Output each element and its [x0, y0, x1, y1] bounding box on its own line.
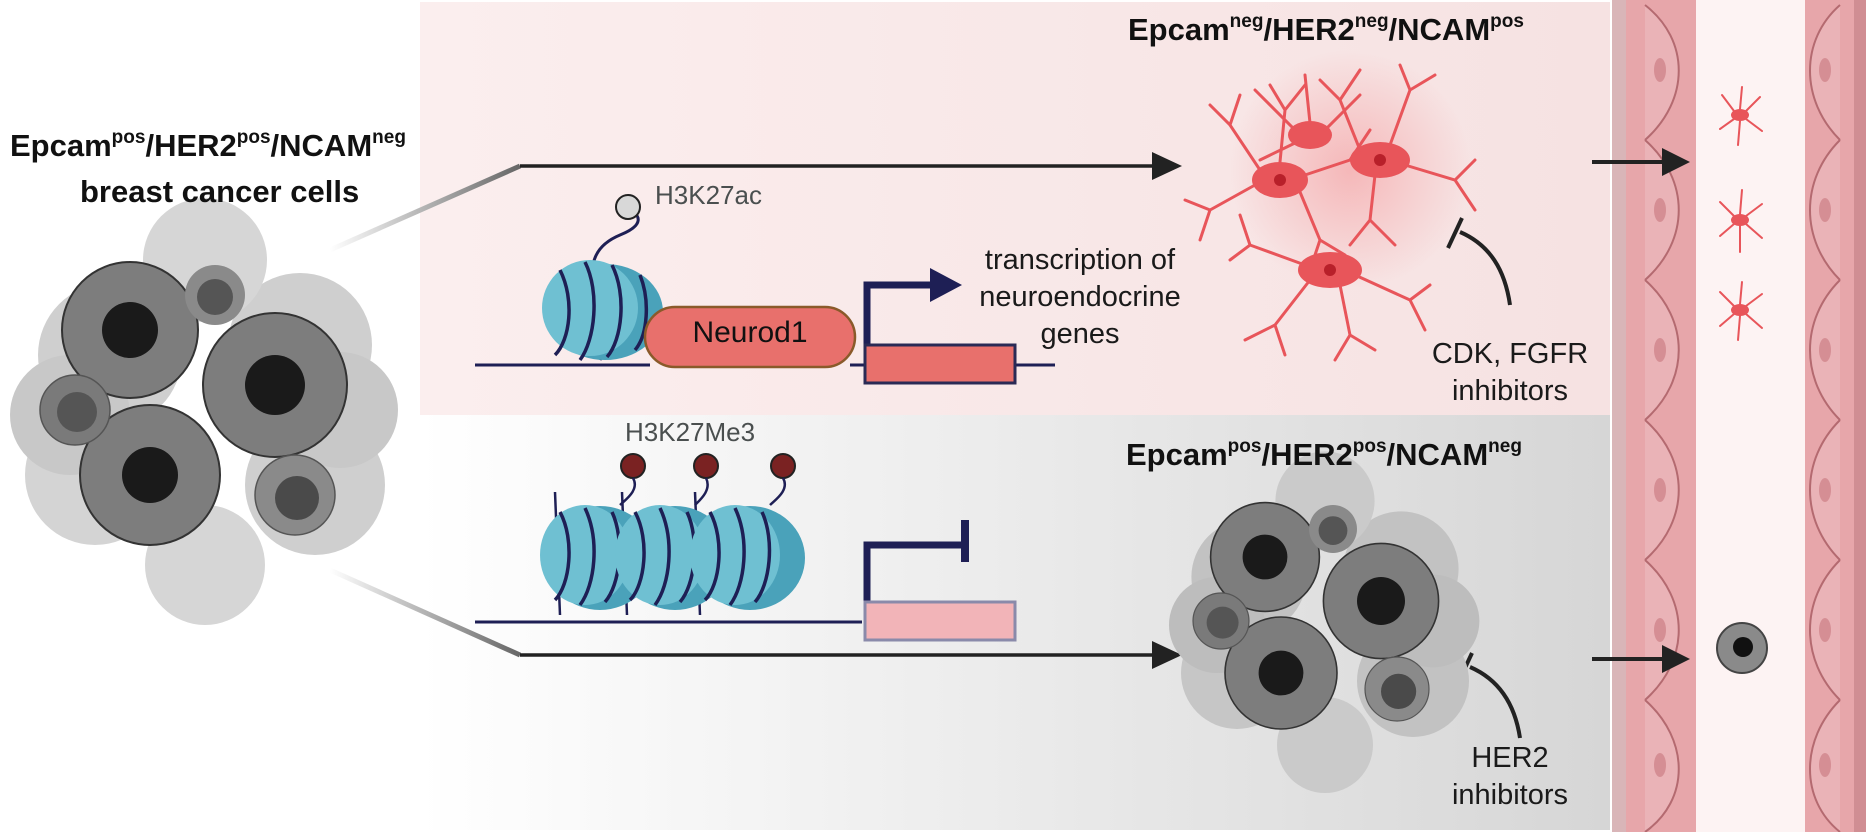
- cdk-fgfr-inhibitors-text: CDK, FGFR inhibitors: [1410, 336, 1610, 410]
- silent-gene-box: [863, 600, 1017, 642]
- arrow-to-neuroendocrine: [520, 152, 1182, 180]
- zoom-line-top: [328, 163, 522, 253]
- circulating-neuron-cells: [1719, 86, 1763, 341]
- h3k27me3-mark-3: [770, 453, 796, 479]
- outcome-line-1: transcription of: [984, 244, 1176, 276]
- h3k27ac-label: H3K27ac: [655, 180, 762, 210]
- neurod1-factor: [643, 305, 857, 369]
- promoter-blocked: [863, 520, 969, 610]
- repressed-chromatin: [475, 453, 1017, 642]
- source-population-label: Epcampos/HER2pos/NCAMneg: [10, 127, 406, 163]
- active-gene-box: [863, 343, 1017, 385]
- cdk-fgfr-line-1: CDK, FGFR: [1431, 338, 1589, 370]
- intravasation-arrow-bottom: [1592, 645, 1690, 673]
- her2-inhibitors-text: HER2 inhibitors: [1420, 740, 1600, 814]
- h3k27me3-mark-1: [620, 453, 646, 479]
- her2-line-1: HER2: [1471, 742, 1549, 774]
- nucleosome-repressed-3: [690, 505, 805, 610]
- her2-line-2: inhibitors: [1451, 779, 1569, 811]
- intravasation-arrow-top: [1592, 148, 1690, 176]
- h3k27ac-mark: [615, 194, 641, 220]
- source-population-subtitle: breast cancer cells: [80, 174, 360, 209]
- cdk-fgfr-line-2: inhibitors: [1451, 375, 1569, 407]
- vessel-wall-left: [1626, 0, 1696, 832]
- nucleosome-active: [542, 260, 663, 362]
- h3k27me3-label: H3K27Me3: [625, 417, 756, 447]
- neuroendocrine-state-label: Epcamneg/HER2neg/NCAMpos: [1128, 11, 1524, 47]
- blood-vessel: [1612, 0, 1866, 832]
- outcome-line-3: genes: [1040, 318, 1120, 350]
- neuroendocrine-transcription-text: transcription of neuroendocrine genes: [955, 242, 1205, 353]
- zoom-line-bottom: [328, 567, 522, 658]
- neurod1-label: Neurod1: [692, 316, 808, 349]
- active-chromatin: [475, 194, 1055, 385]
- cdk-fgfr-inhibition-symbol: [1446, 217, 1512, 306]
- neuron-cluster: [1183, 50, 1477, 362]
- source-tumor-cluster: [10, 198, 398, 625]
- epithelial-tumor-cluster: [1169, 451, 1480, 793]
- outcome-line-2: neuroendocrine: [979, 281, 1181, 313]
- h3k27me3-mark-2: [693, 453, 719, 479]
- arrow-to-epithelial: [520, 641, 1182, 669]
- circulating-tumor-cell: [1716, 622, 1768, 674]
- epithelial-state-label: Epcampos/HER2pos/NCAMneg: [1126, 436, 1522, 472]
- promoter-active-arrow: [863, 268, 962, 355]
